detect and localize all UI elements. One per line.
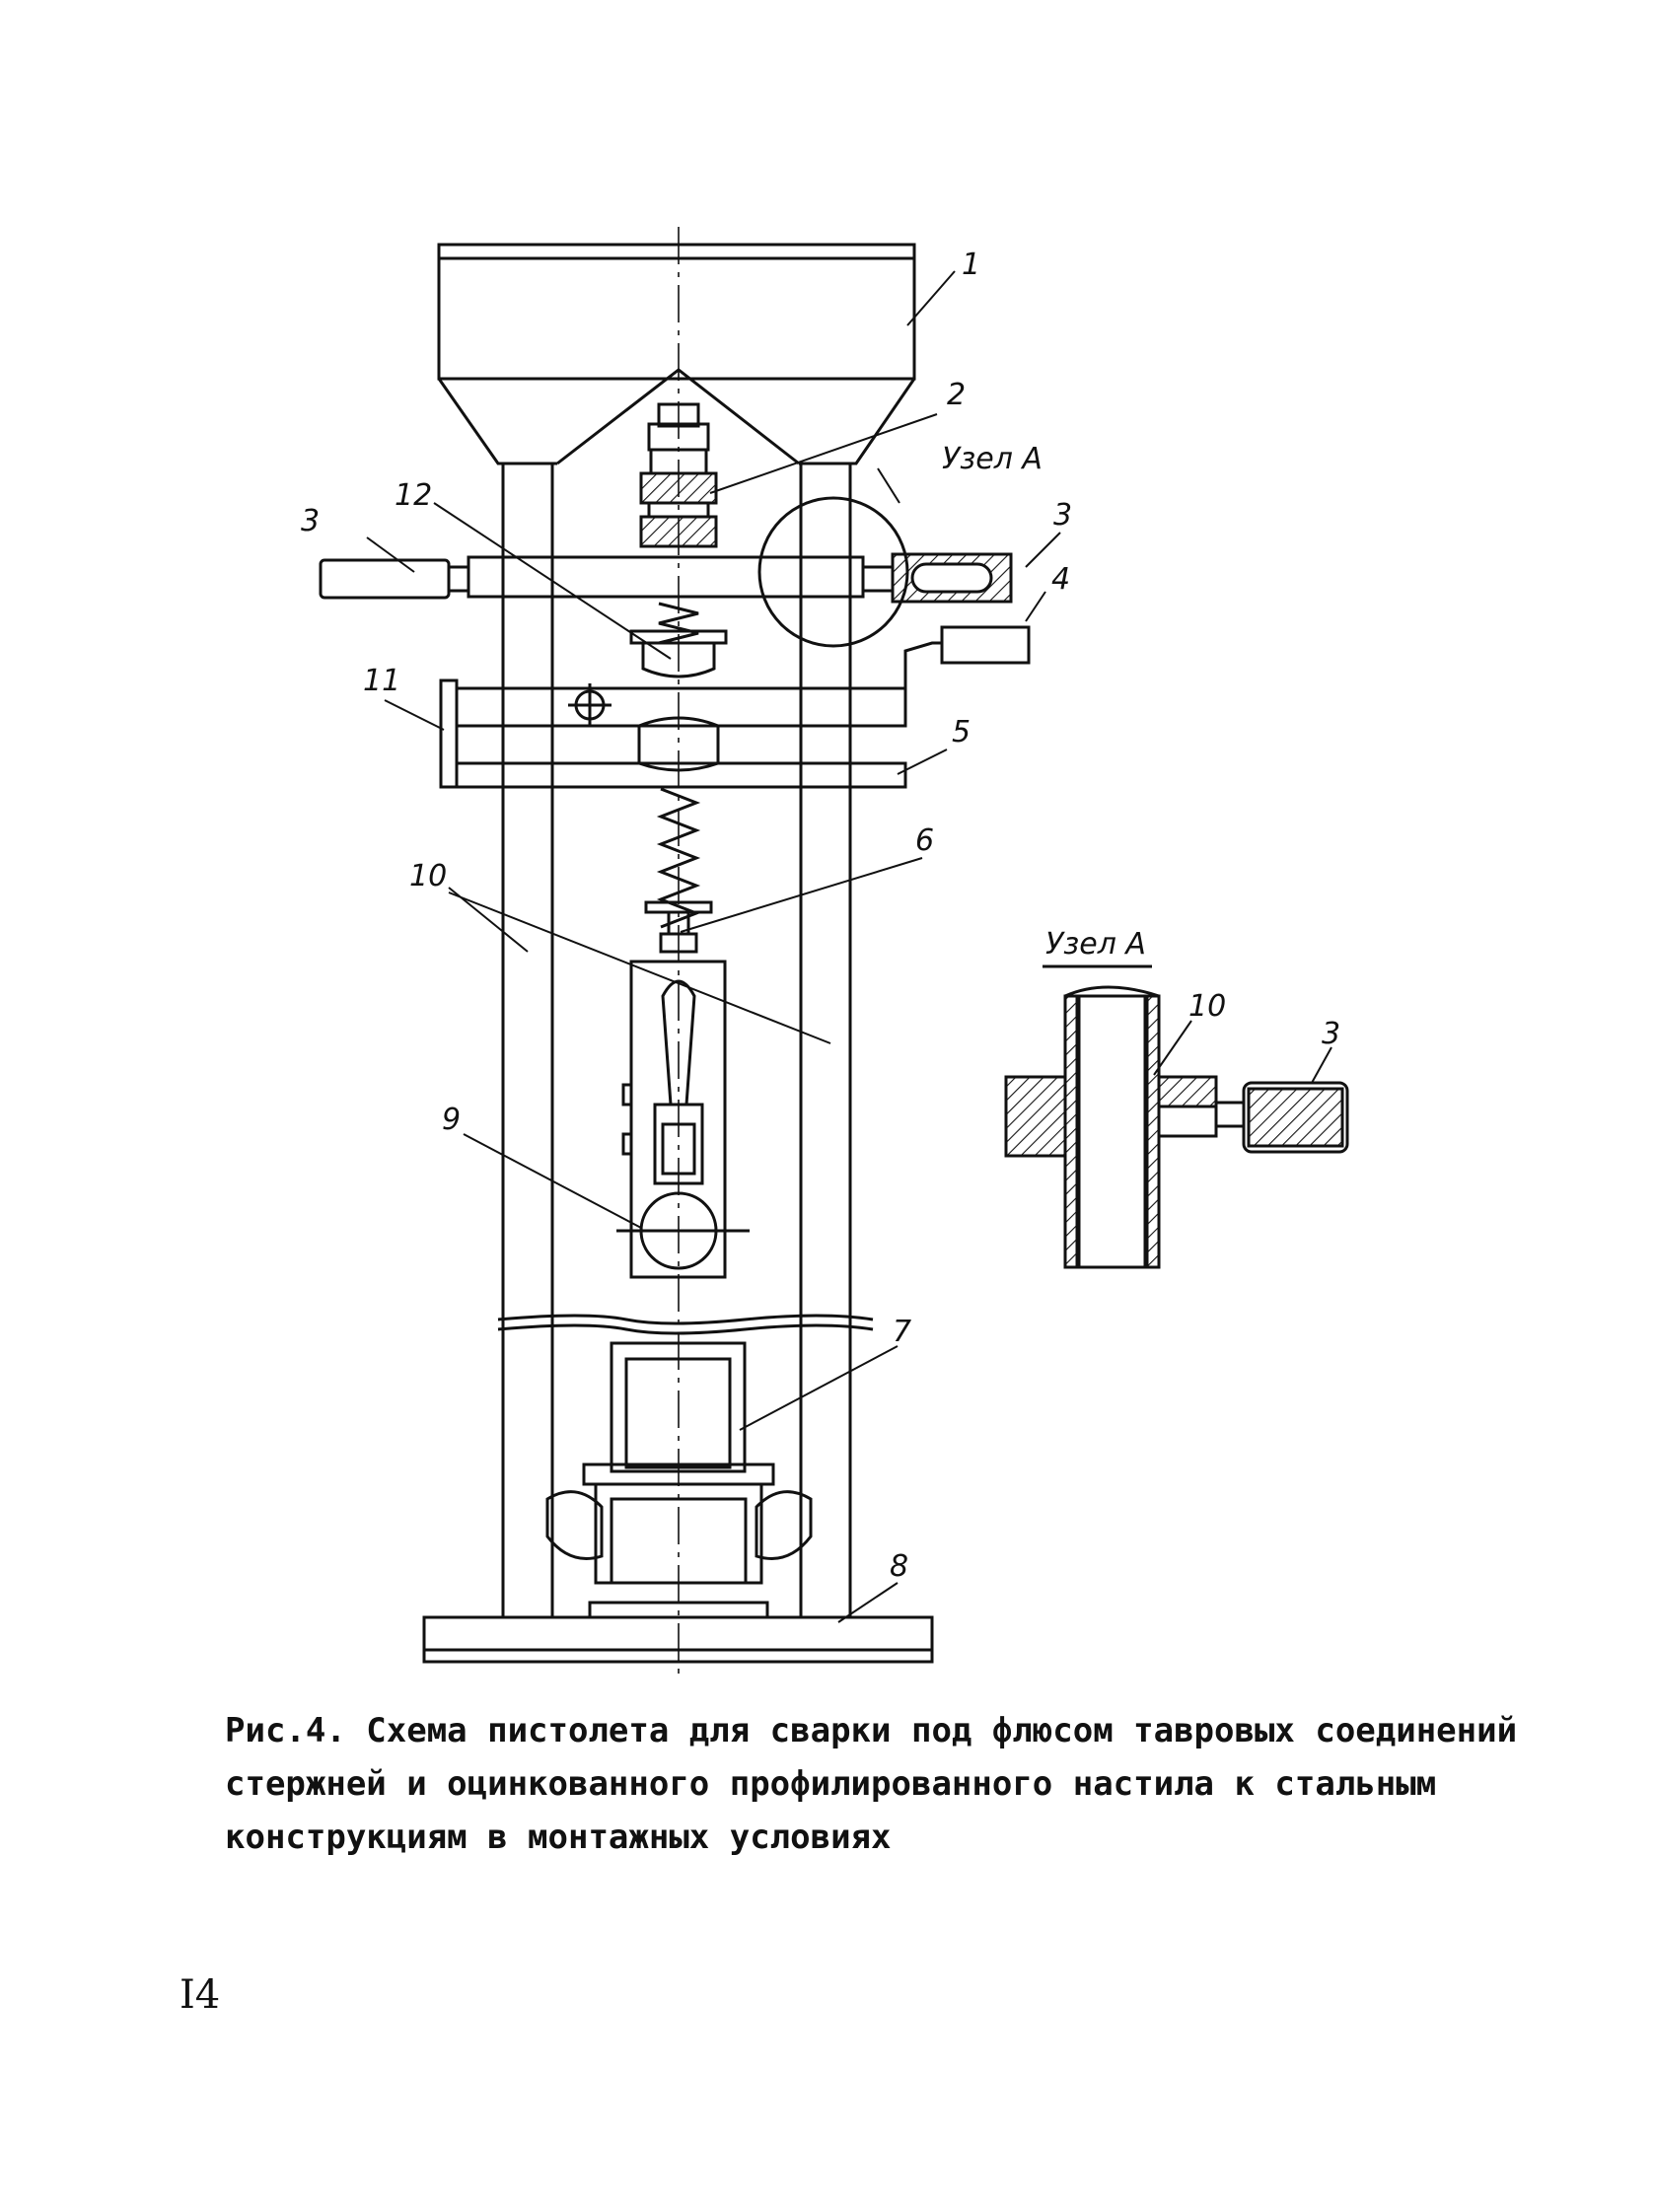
label-3-right: 3: [1053, 498, 1072, 533]
label-9: 9: [442, 1103, 461, 1137]
detail-label-10: 10: [1188, 989, 1226, 1024]
label-12: 12: [395, 478, 432, 513]
label-node-a-callout: Узел А: [942, 442, 1043, 476]
caption-line-2: стержней и оцинкованного профилированног…: [225, 1764, 1437, 1804]
detail-title: Узел А: [1045, 927, 1146, 962]
electrode-holder: [616, 960, 750, 1279]
trigger-frame: [439, 625, 1031, 789]
page-number: I4: [180, 1972, 221, 2018]
label-1: 1: [962, 248, 980, 282]
break-line: [497, 1314, 874, 1335]
flux-hopper: [437, 243, 916, 465]
detail-label-3: 3: [1322, 1017, 1340, 1051]
figure-caption: Рис.4. Схема пистолета для сварки под фл…: [225, 1704, 1518, 1864]
upper-crossbar: [319, 496, 1013, 648]
label-11: 11: [363, 664, 400, 698]
label-10: 10: [409, 859, 447, 893]
detail-node-a: [1004, 964, 1349, 1269]
label-6: 6: [915, 823, 934, 858]
label-2: 2: [947, 378, 966, 412]
label-5: 5: [952, 715, 971, 749]
label-4: 4: [1051, 562, 1070, 597]
label-8: 8: [890, 1549, 908, 1584]
caption-line-1: Рис.4. Схема пистолета для сварки под фл…: [225, 1711, 1518, 1750]
caption-line-3: конструкциям в монтажных условиях: [225, 1818, 892, 1857]
leader-lines: [366, 270, 1061, 1623]
label-7: 7: [893, 1315, 911, 1349]
label-3-left: 3: [301, 504, 320, 538]
